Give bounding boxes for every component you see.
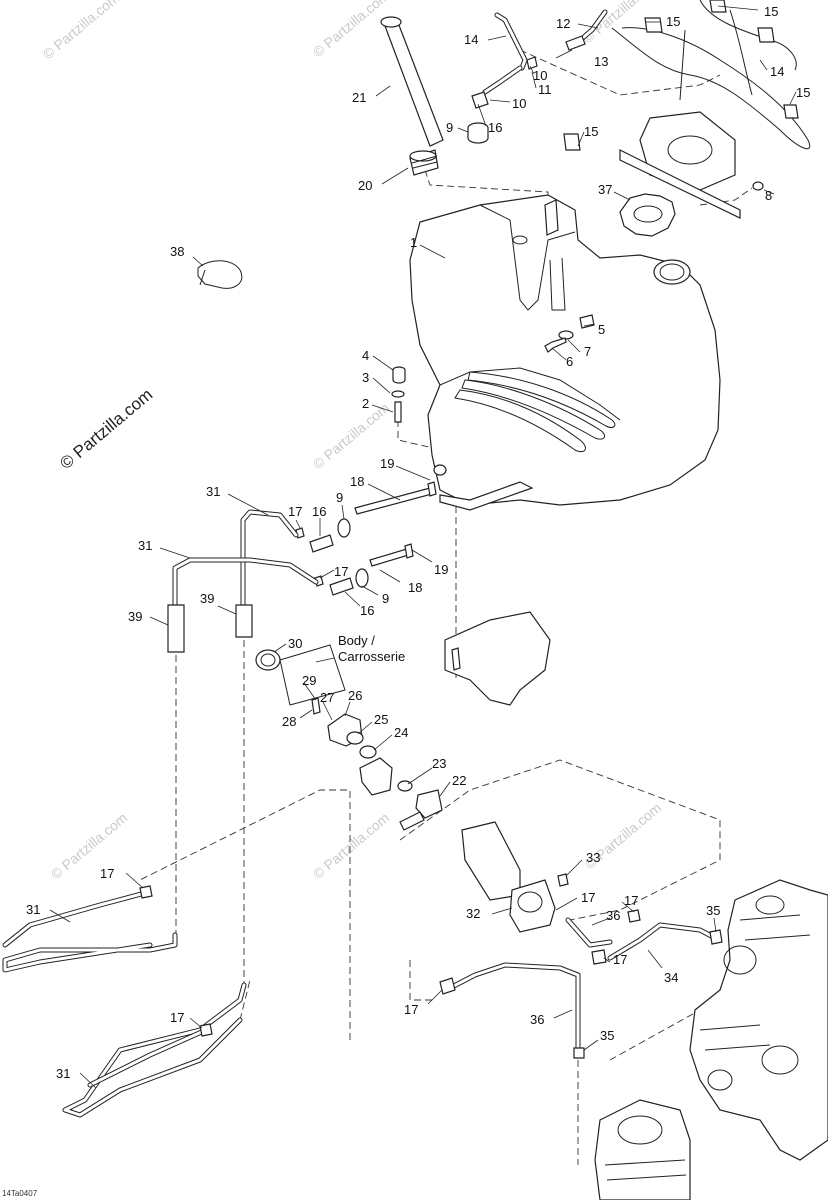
callout-label: 21 (352, 90, 366, 105)
callout-label: 31 (26, 902, 40, 917)
callout-label: 3 (362, 370, 369, 385)
callout-label: 39 (200, 591, 214, 606)
mounting-bracket (619, 111, 741, 219)
callout-label: 22 (452, 773, 466, 788)
upper-vent-lines (467, 0, 811, 150)
callout-label: 37 (598, 182, 612, 197)
callout-label: 10 (512, 96, 526, 111)
tank-hardware (391, 314, 595, 423)
watermark: © Partzilla.com (310, 0, 393, 60)
callout-label: 23 (432, 756, 446, 771)
fuel-tank (409, 194, 721, 511)
callout-label: 39 (128, 609, 142, 624)
watermark: © Partzilla.com (40, 0, 123, 62)
callout-label: 30 (288, 636, 302, 651)
fuel-lines-right (439, 909, 723, 1059)
callout-label: 17 (288, 504, 302, 519)
callout-label: 18 (408, 580, 422, 595)
callout-label: 9 (446, 120, 453, 135)
callout-label: 32 (466, 906, 480, 921)
callout-label: 16 (488, 120, 502, 135)
hose-clip (197, 260, 243, 289)
callout-label: 1 (410, 235, 417, 250)
callout-label: 28 (282, 714, 296, 729)
callout-label: 34 (664, 970, 678, 985)
callout-label: 18 (350, 474, 364, 489)
callout-label: 24 (394, 725, 408, 740)
body-panel (444, 611, 551, 706)
watermark: © Partzilla.com (310, 809, 393, 882)
callout-label: 7 (584, 344, 591, 359)
callout-label: 35 (706, 903, 720, 918)
callout-label: 13 (594, 54, 608, 69)
body-note-line2: Carrosserie (338, 649, 405, 664)
callout-label: 26 (348, 688, 362, 703)
gauge-sender-assembly (255, 644, 443, 831)
callout-label: 29 (302, 673, 316, 688)
callout-label: 10 (533, 68, 547, 83)
callout-label: 36 (530, 1012, 544, 1027)
callout-label: 11 (538, 82, 552, 97)
callout-label: 38 (170, 244, 184, 259)
callout-label: 16 (360, 603, 374, 618)
callout-label: 36 (606, 908, 620, 923)
callout-label: 15 (666, 14, 680, 29)
callout-label: 35 (600, 1028, 614, 1043)
callout-label: 19 (380, 456, 394, 471)
callout-label: 15 (764, 4, 778, 19)
body-note-line1: Body / (338, 633, 375, 648)
callout-label: 31 (206, 484, 220, 499)
clamps (563, 0, 799, 151)
callout-label: 17 (404, 1002, 418, 1017)
callout-label: 17 (613, 952, 627, 967)
watermark: © Partzilla.com (48, 809, 131, 882)
callout-label: 31 (138, 538, 152, 553)
callout-label: 27 (320, 690, 334, 705)
callout-label: 14 (770, 64, 784, 79)
leader-lines (49, 5, 797, 1089)
filler-neck-tube (380, 16, 444, 176)
callout-label: 6 (566, 354, 573, 369)
callout-labels: 12 14 13 10 11 10 9 16 15 15 14 15 15 21… (2, 4, 810, 1198)
callout-label: 14 (464, 32, 478, 47)
fuel-cap (619, 181, 764, 237)
callout-label: 17 (581, 890, 595, 905)
carburetor (594, 1099, 691, 1200)
callout-label: 19 (434, 562, 448, 577)
callout-label: 17 (334, 564, 348, 579)
callout-label: 17 (170, 1010, 184, 1025)
callout-label: 17 (100, 866, 114, 881)
callout-label: 31 (56, 1066, 70, 1081)
callout-label: 20 (358, 178, 372, 193)
engine (689, 879, 828, 1161)
callout-label: 9 (382, 591, 389, 606)
callout-label: 16 (312, 504, 326, 519)
drawing-reference-code: 14Ta0407 (2, 1189, 38, 1198)
callout-label: 9 (336, 490, 343, 505)
callout-label: 8 (765, 188, 772, 203)
callout-label: 17 (624, 893, 638, 908)
callout-label: 5 (598, 322, 605, 337)
outlet-fittings (295, 481, 437, 596)
watermark-large: © Partzilla.com (56, 385, 156, 473)
callout-label: 33 (586, 850, 600, 865)
callout-label: 15 (584, 124, 598, 139)
fuel-lines-left (2, 509, 319, 1118)
fuel-pump (461, 821, 569, 933)
callout-label: 2 (362, 396, 369, 411)
callout-label: 4 (362, 348, 369, 363)
callout-label: 12 (556, 16, 570, 31)
callout-label: 15 (796, 85, 810, 100)
callout-label: 25 (374, 712, 388, 727)
